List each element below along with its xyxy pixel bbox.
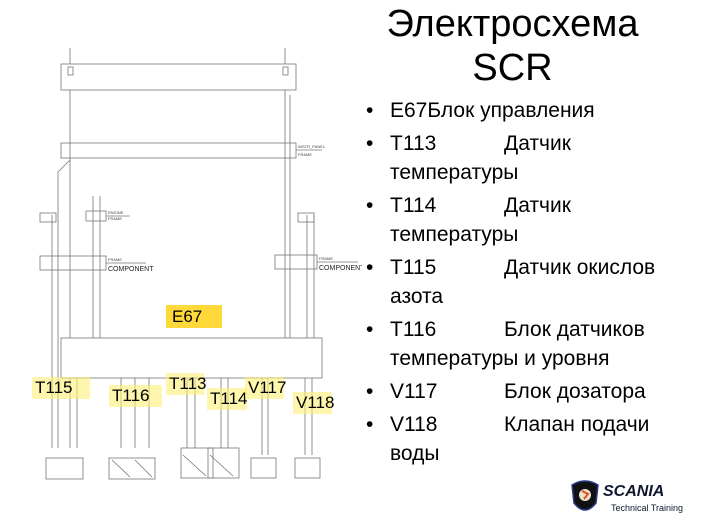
logo-subtitle: Technical Training [611, 503, 684, 513]
label-t113: T113 [166, 373, 207, 395]
t113-sensor [180, 447, 214, 479]
component-code: V117 [390, 380, 438, 403]
frame-label: FRAME [319, 256, 333, 261]
frame-label: FRAME [108, 216, 122, 221]
e67-control-unit [60, 337, 323, 379]
t114-sensor [207, 447, 240, 479]
griffin-emblem-icon [571, 480, 599, 511]
label-t116: T116 [109, 385, 162, 407]
component-label: COMPONENT [108, 266, 154, 273]
v117-doser [250, 457, 277, 479]
label-t114: T114 [207, 388, 248, 410]
component-code: T116 [390, 318, 437, 341]
logo-brand: SCANIA [603, 483, 665, 500]
frame-label: FRAME [108, 257, 122, 262]
component-desc: Блок дозатора [504, 380, 646, 403]
component-code: T115 [390, 256, 437, 279]
component-desc: Клапан подачи воды [390, 413, 650, 465]
t115-sensor [45, 457, 84, 480]
slide-title: Электросхема SCR [340, 2, 685, 90]
component-label: COMPONENT [319, 265, 362, 272]
t116-sensor [108, 457, 156, 480]
frame-connector [39, 255, 107, 271]
v118-valve [294, 457, 321, 479]
component-desc: Датчик температуры [390, 132, 571, 184]
wiring-diagram: INSTR_PANEL FRAME ENGINE FRAME FRAME COM… [39, 48, 362, 480]
instr-panel-label: INSTR_PANEL [298, 144, 326, 149]
list-item: V117 Блок дозатора [366, 377, 701, 406]
component-desc: Датчик окислов азота [390, 256, 656, 308]
frame-connector [274, 254, 318, 270]
fuse-icon [67, 66, 74, 76]
scania-logo: SCANIA Technical Training [568, 477, 693, 521]
fuse-box [60, 63, 297, 91]
frame-label: FRAME [298, 152, 312, 157]
component-code: E67 [390, 99, 428, 122]
component-code: T113 [390, 132, 437, 155]
title-line-2: SCR [472, 47, 553, 89]
component-desc: Блок управления [427, 99, 595, 122]
component-desc: Датчик температуры [390, 194, 571, 246]
component-desc: Блок датчиков температуры и уровня [390, 318, 645, 370]
label-v117: V117 [245, 377, 286, 399]
component-code: V118 [390, 413, 438, 436]
engine-label: ENGINE [108, 210, 124, 215]
list-item: E67Блок управления [366, 96, 701, 125]
label-t115: T115 [32, 377, 90, 399]
fuse-icon [282, 66, 289, 76]
title-line-1: Электросхема [386, 3, 639, 45]
instr-panel-connector [60, 142, 297, 159]
label-v118: V118 [293, 392, 334, 414]
label-e67: E67 [166, 305, 222, 328]
component-code: T114 [390, 194, 437, 217]
